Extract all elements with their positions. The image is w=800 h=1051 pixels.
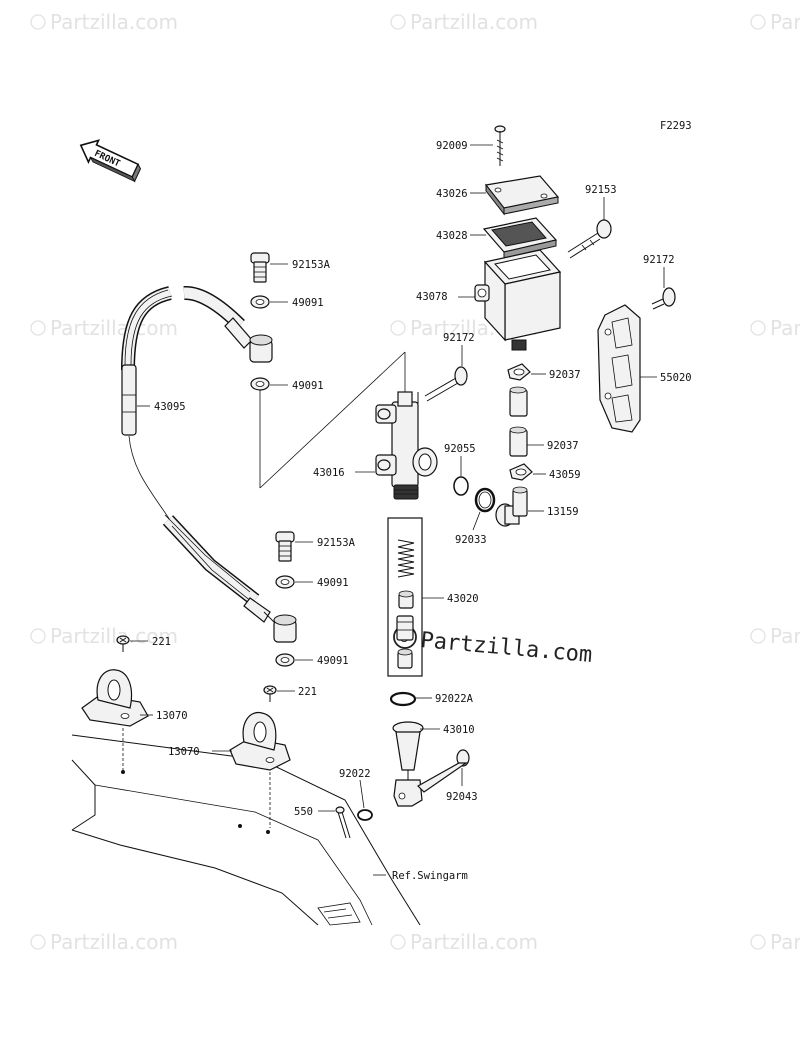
diaphragm-43028 [482,217,558,259]
label-13070-right: 13070 [168,746,200,758]
bolt-92153 [567,219,612,259]
watermark-r1c2: Partzilla.com [390,10,538,34]
reservoir-43078 [474,249,562,351]
svg-text:Partzilla.com: Partzilla.com [770,316,800,340]
clamp-92037-upper [507,363,531,381]
label-43095: 43095 [154,401,186,413]
label-13159: 13159 [547,506,579,518]
svg-text:Partzilla.com: Partzilla.com [410,10,538,34]
label-13070-left: 13070 [156,710,188,722]
label-43028: 43028 [436,230,468,242]
label-92043: 92043 [446,791,478,803]
screw-221-right [263,685,277,702]
label-92153: 92153 [585,184,617,196]
label-92172-body: 92172 [443,332,475,344]
bolt-92172-guard [651,287,676,310]
svg-text:Partzilla.com: Partzilla.com [770,624,800,648]
mount-13070-left [81,669,149,727]
watermark-r4c1: Partzilla.com [30,930,178,954]
watermark-r1c1: Partzilla.com [30,10,178,34]
label-221-right: 221 [298,686,317,698]
circlip-92033 [474,487,496,513]
label-49091-3: 49091 [317,577,349,589]
screw-221-left [116,635,130,652]
svg-text:Partzilla.com: Partzilla.com [50,316,178,340]
label-92037-upper: 92037 [549,369,581,381]
label-55020: 55020 [660,372,692,384]
banjo-bolt-lower [273,531,297,667]
svg-text:Partzilla.com: Partzilla.com [50,930,178,954]
banjo-bolt-upper [249,252,273,391]
label-43078: 43078 [416,291,448,303]
master-cylinder-body [375,391,438,500]
washer-92022 [357,809,373,821]
label-43020: 43020 [447,593,479,605]
label-49091-4: 49091 [317,655,349,667]
mount-13070-right [229,711,291,771]
watermark-r4c2: Partzilla.com [390,930,538,954]
label-92153A-upper: 92153A [292,259,331,271]
label-92022A: 92022A [435,693,474,705]
clamp-92037-lower [509,463,533,481]
screw-92009 [494,125,506,166]
reservoir-cap-43026 [484,175,560,216]
watermark-layer: Partzilla.com Partzilla.com Partzilla.co… [30,10,800,954]
fitting-13159 [495,486,528,527]
label-43026: 43026 [436,188,468,200]
label-550: 550 [294,806,313,818]
piston-kit-43020 [387,517,423,677]
watermark-r2c1: Partzilla.com [30,316,178,340]
watermark-r3c3: Partzilla.com [750,624,800,648]
label-92037-lower: 43059 [549,469,581,481]
watermark-r2c3: Partzilla.com [750,316,800,340]
label-221-left: 221 [152,636,171,648]
brake-hose [121,286,281,629]
label-92022: 92022 [339,768,371,780]
label-49091-1: 49091 [292,297,324,309]
svg-text:Partzilla.com: Partzilla.com [770,930,800,954]
front-arrow-icon: FRONT [79,139,142,183]
ref-swingarm-label: Ref.Swingarm [392,870,468,882]
label-43016: 43016 [313,467,345,479]
label-92055: 92055 [444,443,476,455]
hose-43059 [509,386,528,457]
label-92172-guard: 92172 [643,254,675,266]
circlip-92022A [389,691,417,707]
center-watermark: © Partzilla.com [393,625,593,668]
guard-55020 [597,304,641,433]
label-43059: 92037 [547,440,579,452]
pin-92043 [417,749,470,793]
svg-text:Partzilla.com: Partzilla.com [770,10,800,34]
push-rod-43010 [392,721,424,807]
label-92153A-lower: 92153A [317,537,356,549]
bolt-92172-body [424,366,468,402]
svg-text:Partzilla.com: Partzilla.com [50,10,178,34]
svg-text:Partzilla.com: Partzilla.com [419,628,593,668]
label-49091-2: 49091 [292,380,324,392]
watermark-r1c3: Partzilla.com [750,10,800,34]
oring-92055 [453,476,469,496]
svg-text:Partzilla.com: Partzilla.com [50,624,178,648]
label-92009: 92009 [436,140,468,152]
svg-text:Partzilla.com: Partzilla.com [410,930,538,954]
swingarm [71,734,421,926]
label-92033: 92033 [455,534,487,546]
label-43010: 43010 [443,724,475,736]
watermark-r4c3: Partzilla.com [750,930,800,954]
cotter-pin-550 [335,806,351,839]
figure-code: F2293 [660,120,692,132]
watermark-r3c1: Partzilla.com [30,624,178,648]
